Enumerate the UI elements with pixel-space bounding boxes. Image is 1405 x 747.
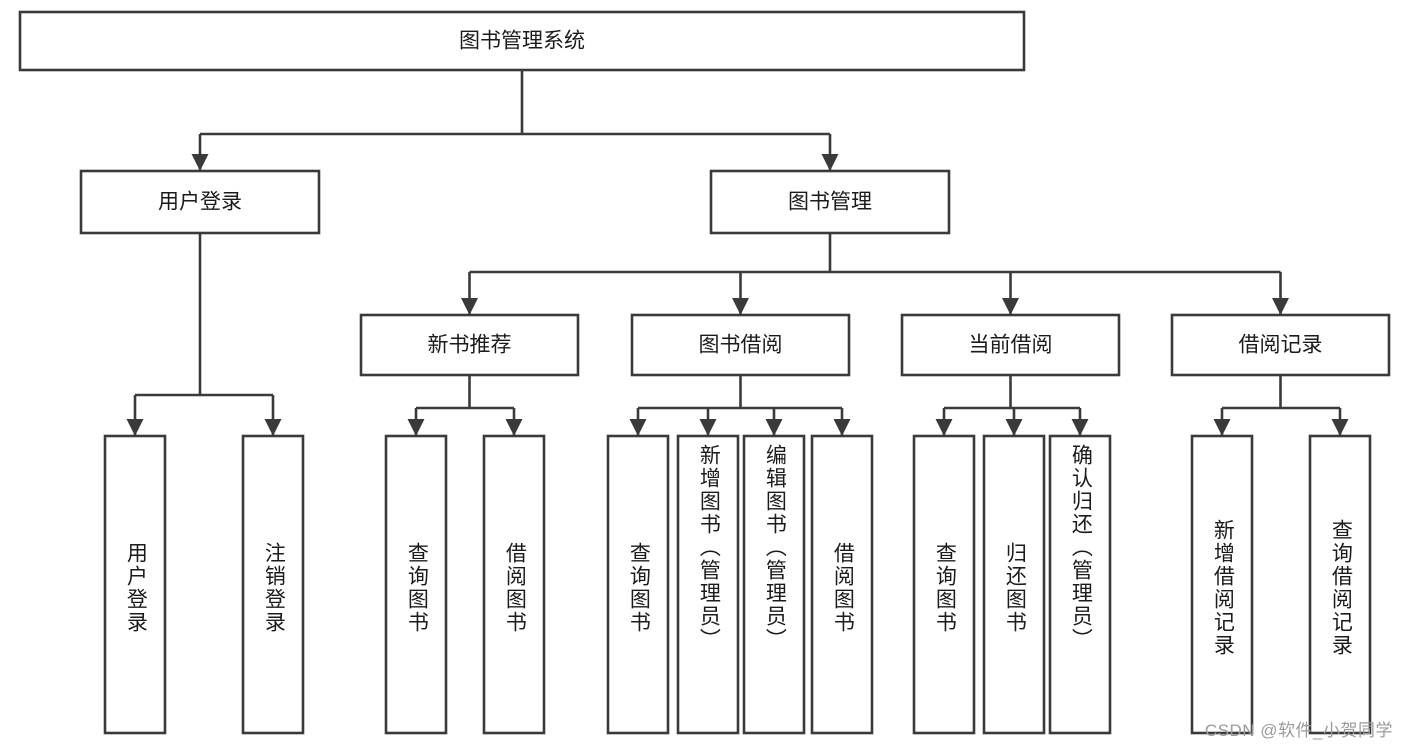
node-root-label: 图书管理系统 [459, 30, 585, 53]
node-leaf-box-12[interactable] [1308, 434, 1372, 735]
arrow-head-icon [765, 419, 783, 436]
connector-layer [126, 70, 1349, 436]
arrow-head-icon [191, 154, 209, 171]
arrow-head-icon [407, 419, 425, 436]
arrow-head-icon [821, 154, 839, 171]
node-leaf-box-9[interactable] [982, 434, 1046, 735]
node-leaf-box-5[interactable] [676, 434, 740, 735]
node-level3-label-0: 新书推荐 [428, 334, 512, 357]
arrow-head-icon [1331, 419, 1349, 436]
node-box-layer [18, 10, 1391, 735]
arrow-head-icon [1002, 298, 1019, 315]
arrow-head-icon [699, 419, 717, 436]
arrow-head-icon [833, 419, 851, 436]
arrow-head-icon [1071, 419, 1089, 436]
node-level2-label-0: 用户登录 [158, 191, 242, 214]
arrow-head-icon [935, 419, 953, 436]
node-level3-box-1[interactable] [630, 313, 851, 377]
node-leaf-box-1[interactable] [241, 434, 305, 735]
node-leaf-box-10[interactable] [1048, 434, 1112, 735]
watermark: CSDN @软件_小贺同学 [1204, 721, 1393, 740]
arrow-head-icon [1213, 419, 1231, 436]
node-level3-box-2[interactable] [900, 313, 1121, 377]
node-level2-box-0[interactable] [79, 169, 321, 235]
node-level2-box-1[interactable] [709, 169, 951, 235]
arrow-head-icon [505, 419, 523, 436]
node-level3-box-3[interactable] [1170, 313, 1391, 377]
arrow-head-icon [264, 419, 282, 436]
node-leaf-box-4[interactable] [606, 434, 670, 735]
node-level3-label-2: 当前借阅 [969, 334, 1053, 357]
node-leaf-box-8[interactable] [912, 434, 976, 735]
node-root-box[interactable] [18, 10, 1026, 72]
node-leaf-box-3[interactable] [482, 434, 546, 735]
arrow-head-icon [126, 419, 144, 436]
node-level3-box-0[interactable] [359, 313, 580, 377]
node-level3-label-3: 借阅记录 [1239, 334, 1323, 357]
node-level2-label-1: 图书管理 [788, 191, 872, 214]
arrow-head-icon [1272, 298, 1289, 315]
arrow-head-icon [629, 419, 647, 436]
node-level3-label-1: 图书借阅 [699, 334, 783, 357]
node-leaf-box-6[interactable] [742, 434, 806, 735]
arrow-head-icon [461, 298, 478, 315]
node-leaf-box-7[interactable] [810, 434, 874, 735]
arrow-head-icon [732, 298, 749, 315]
node-leaf-box-2[interactable] [384, 434, 448, 735]
arrow-head-icon [1005, 419, 1023, 436]
node-leaf-box-0[interactable] [103, 434, 167, 735]
node-leaf-box-11[interactable] [1190, 434, 1254, 735]
